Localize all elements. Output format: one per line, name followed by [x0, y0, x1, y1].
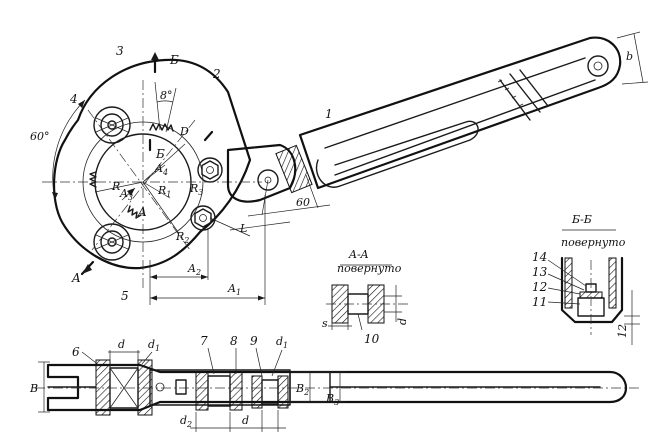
section-bb-subtitle: повернуто	[561, 236, 626, 249]
wrench-handle	[149, 31, 649, 305]
dim-60-label: 60	[296, 196, 310, 209]
part-label-8: 8	[230, 334, 238, 348]
part-label-14: 14	[532, 250, 547, 264]
dim-d-section-label: d	[396, 318, 409, 325]
part-label-7: 7	[200, 334, 208, 348]
dim-B3-label: B3	[325, 392, 339, 407]
dim-d-top-label: d	[118, 338, 125, 351]
cut-label-B-top: Б	[169, 53, 179, 67]
dim-d-bottom-label: d	[242, 414, 249, 427]
dim-A1-label: A1	[227, 282, 241, 297]
part-label-5: 5	[121, 289, 129, 303]
wrench-head	[42, 52, 262, 290]
dim-B2-label: B2	[295, 382, 309, 397]
dim-D-label: D	[179, 125, 189, 138]
cut-label-A-inner: A	[137, 205, 147, 219]
part-label-1: 1	[325, 107, 333, 121]
section-aa-title: A-A	[348, 248, 369, 261]
part-label-4: 4	[69, 92, 78, 106]
part-label-9: 9	[250, 334, 258, 348]
dim-d2-label: d2	[180, 414, 192, 429]
cut-label-A-bottom: A	[71, 271, 81, 285]
part-label-3: 3	[116, 44, 124, 58]
part-label-2: 2	[212, 67, 221, 81]
dim-L-label: L	[239, 222, 247, 235]
section-bb	[547, 229, 640, 345]
dim-s-label: s	[322, 317, 328, 330]
dim-d1-top-label: d1	[148, 338, 160, 353]
part-label-12: 12	[532, 280, 547, 294]
dim-A4-label: A4	[154, 162, 168, 177]
dim-R1-label: R1	[157, 184, 171, 199]
dim-R-label: R	[111, 180, 120, 193]
bottom-view	[35, 347, 640, 432]
cut-label-B-inner: Б	[155, 147, 165, 161]
section-bb-title: Б-Б	[571, 213, 592, 226]
part-label-13: 13	[532, 265, 548, 279]
dim-A2-label: A2	[187, 262, 201, 277]
angle-8-label: 8°	[160, 89, 173, 102]
dim-12-label: 12	[616, 324, 629, 338]
section-aa-subtitle: повернуто	[337, 262, 402, 275]
dim-d1-bottom-label: d1	[276, 335, 288, 350]
dim-R2-label: R2	[175, 230, 189, 245]
part-label-6: 6	[72, 345, 80, 359]
dim-B-label: B	[29, 382, 38, 395]
angle-60-label: 60°	[30, 130, 50, 143]
section-aa	[326, 264, 410, 331]
dim-b-label: b	[626, 50, 633, 63]
dim-R3-label: R3	[189, 182, 203, 197]
part-label-10: 10	[364, 332, 380, 346]
part-label-11: 11	[532, 295, 547, 309]
dim-A3-label: A3	[119, 187, 133, 202]
